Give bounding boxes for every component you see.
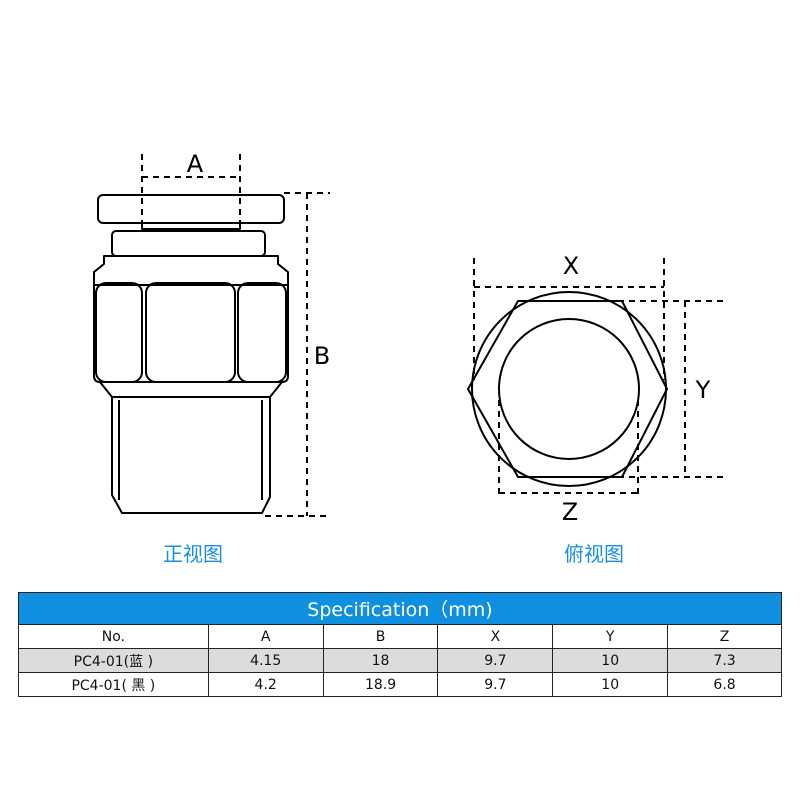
dim-a-label: A [187,150,204,178]
dim-z-label: Z [562,498,578,526]
table-cell: 10 [552,672,669,697]
spec-table: Specification（mm) No. A B X Y Z PC4-01(蓝… [18,592,782,697]
table-cell: 9.7 [437,648,554,673]
upper-body-ring [111,230,266,257]
column-header: No. [18,624,209,649]
column-header: X [437,624,554,649]
top-view-inner-circle [498,318,640,460]
hex-nut [93,285,289,383]
table-cell: 18 [322,648,439,673]
front-view-drawing: A B X Y Z [93,150,725,526]
table-cell: 7.3 [667,648,782,673]
table-row: PC4-01( 黑 ) 4.2 18.9 9.7 10 6.8 [18,672,782,697]
thread-body [111,397,271,514]
top-view-outer-circle [471,291,667,487]
table-cell: 6.8 [667,672,782,697]
table-cell: 4.15 [207,648,324,673]
column-header: B [322,624,439,649]
release-collar [97,194,285,224]
top-view-caption: 俯视图 [564,542,624,566]
table-row: PC4-01(蓝 ) 4.15 18 9.7 10 7.3 [18,648,782,673]
dim-y-label: Y [695,376,711,404]
column-header: Y [552,624,669,649]
table-title: Specification（mm) [18,592,782,625]
nut-chamfer [99,381,283,398]
table-cell: 18.9 [322,672,439,697]
table-cell: PC4-01( 黑 ) [18,672,209,697]
hex-face-right [237,282,287,383]
table-cell: 10 [552,648,669,673]
hex-face-center [145,282,236,383]
hex-face-left [95,282,143,383]
column-header: Z [667,624,782,649]
lower-body-ring [93,255,289,286]
front-view-caption: 正视图 [163,542,223,566]
top-view-hex [467,300,668,478]
table-cell: PC4-01(蓝 ) [18,648,209,673]
dim-b-label: B [314,342,330,370]
dim-x-label: X [563,252,579,280]
table-cell: 4.2 [207,672,324,697]
table-cell: 9.7 [437,672,554,697]
column-header: A [207,624,324,649]
